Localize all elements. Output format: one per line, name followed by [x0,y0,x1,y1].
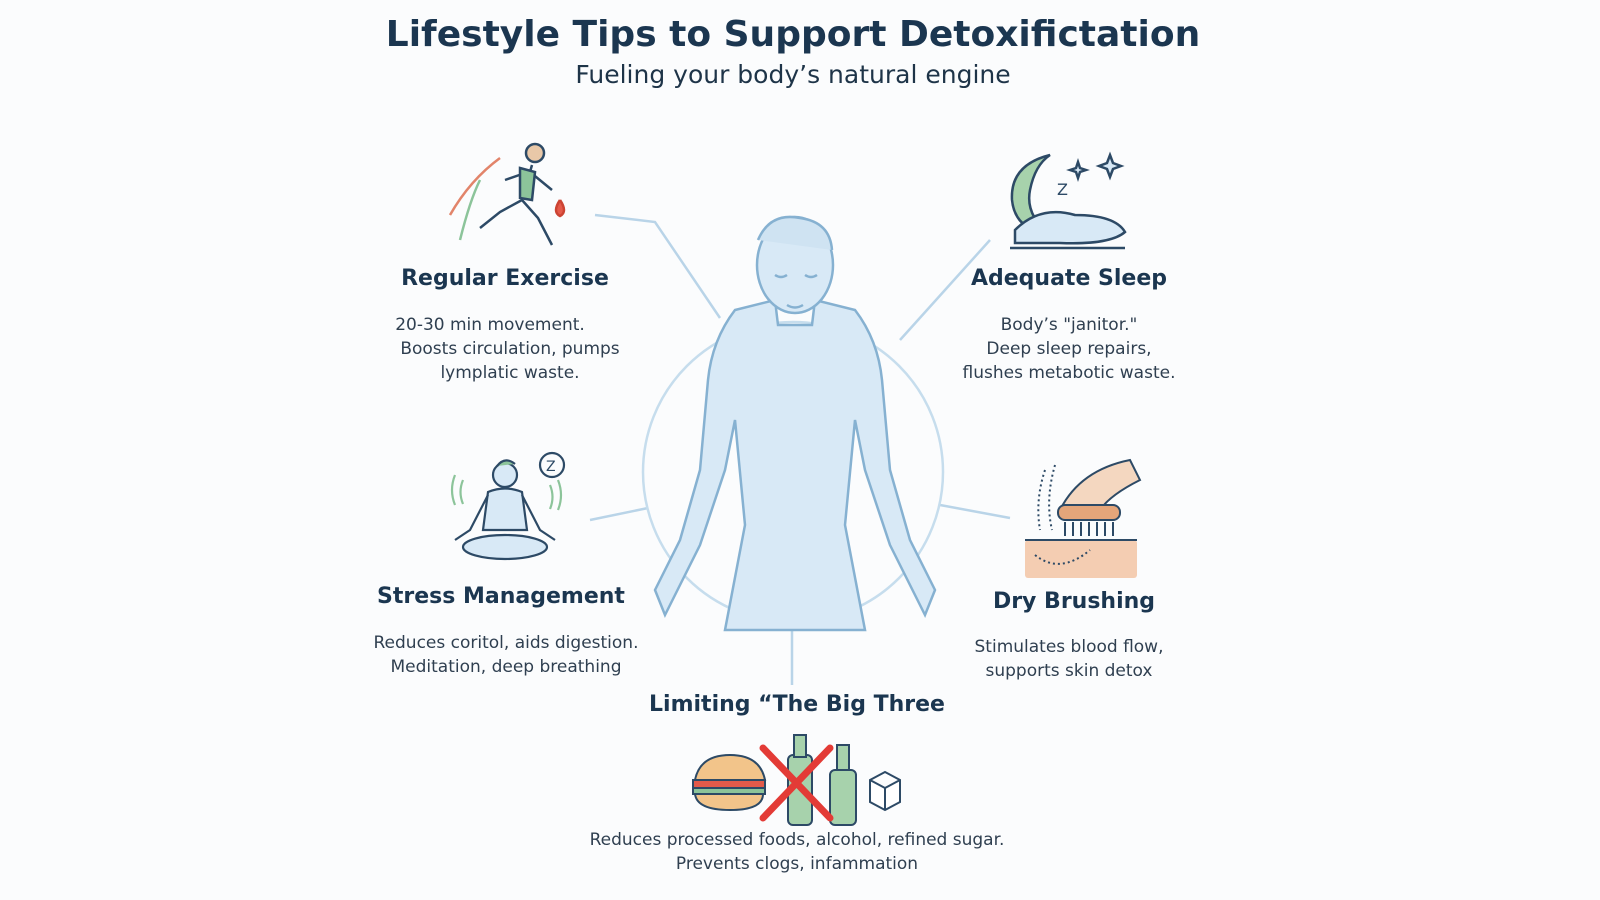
tip-heading-stress: Stress Management [377,584,625,609]
desc-line: Deep sleep repairs, [986,339,1152,359]
desc-line: Boosts circulation, pumps [400,339,620,359]
desc-line: Body’s "janitor." [1000,315,1138,335]
desc-line: lymplatic waste. [440,363,580,383]
dry-brush-icon [1025,458,1142,578]
svg-text:Z: Z [1057,180,1068,199]
runner-icon [448,142,566,246]
tip-heading-exercise: Regular Exercise [401,266,609,291]
desc-line: Reduces processed foods, alcohol, refine… [589,830,1005,850]
meditation-icon: Z [450,451,566,561]
sleep-moon-icon: Z [1010,151,1127,250]
tip-desc-big-three: Reduces processed foods, alcohol, refine… [547,828,1047,876]
desc-line: flushes metabotic waste. [962,363,1176,383]
desc-line: Reduces coritol, aids digestion. [373,633,639,653]
connector-lines [589,213,1011,685]
desc-line: Prevents clogs, infammation [675,854,919,874]
tip-desc-stress: Reduces coritol, aids digestion. Meditat… [336,631,676,679]
tip-desc-dry-brushing: Stimulates blood flow, supports skin det… [899,635,1239,683]
tip-heading-dry-brushing: Dry Brushing [992,589,1156,614]
page-subtitle: Fueling your body’s natural engine [575,60,1011,89]
tip-heading-big-three: Limiting “The Big Three [649,692,945,717]
desc-line: 20-30 min movement. [395,315,585,335]
desc-line: Stimulates blood flow, [974,637,1164,657]
desc-line: Meditation, deep breathing [390,657,622,677]
tip-heading-sleep: Adequate Sleep [970,266,1168,291]
desc-line: supports skin detox [985,661,1153,681]
svg-text:Z: Z [546,459,556,475]
page-title: Lifestyle Tips to Support Detoxifictatio… [385,14,1201,55]
tip-desc-exercise: 20-30 min movement. Boosts circulation, … [340,313,680,385]
human-body-icon [653,215,937,632]
big-three-icon [692,734,901,826]
tip-desc-sleep: Body’s "janitor." Deep sleep repairs, fl… [899,313,1239,385]
